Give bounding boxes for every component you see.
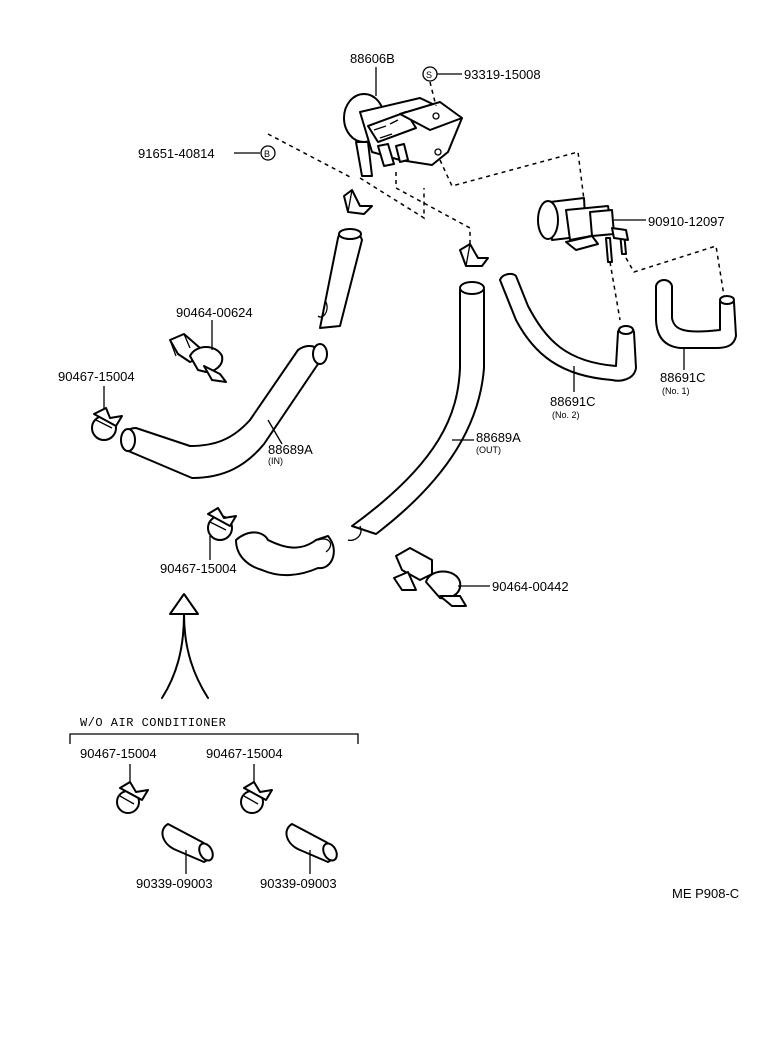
clip-b-icon [393, 547, 467, 607]
clamp-woac-2-icon [240, 781, 273, 814]
label-clamp-woac-1: 90467-15004 [80, 746, 157, 761]
label-valve: 88606B [350, 51, 395, 66]
plug-1-icon [161, 823, 214, 863]
bolt-s-icon: S [422, 66, 438, 82]
bolt-s-symbol: S [426, 70, 432, 80]
bolt-b-symbol: B [264, 149, 270, 159]
label-clamp-lower: 90467-15004 [160, 561, 237, 576]
label-hose-no1-sub: (No. 1) [662, 386, 690, 396]
label-clip-b: 90464-00442 [492, 579, 569, 594]
hose-in [120, 228, 363, 479]
label-clamp-woac-2: 90467-15004 [206, 746, 283, 761]
hose-no1 [655, 279, 737, 349]
label-plug-1: 90339-09003 [136, 876, 213, 891]
clamp-lower-icon [207, 507, 237, 541]
bolt-b-icon: B [260, 145, 276, 161]
label-hose-no2-sub: (No. 2) [552, 410, 580, 420]
clamp-left-icon [91, 407, 123, 441]
label-clamp-left: 90467-15004 [58, 369, 135, 384]
clip-a-icon [169, 333, 227, 383]
label-bolt-b: 91651-40814 [138, 146, 215, 161]
heater-valve [343, 93, 463, 177]
section-title: W/O AIR CONDITIONER [80, 716, 226, 730]
label-plug-2: 90339-09003 [260, 876, 337, 891]
label-clip-a: 90464-00624 [176, 305, 253, 320]
label-hose-in: 88689A [268, 442, 313, 457]
label-hose-out-sub: (OUT) [476, 445, 501, 455]
vsv-assembly [537, 197, 629, 263]
arrow-up-icon [161, 593, 209, 699]
label-hose-out: 88689A [476, 430, 521, 445]
label-hose-in-sub: (IN) [268, 456, 283, 466]
hose-no2 [499, 272, 637, 382]
clip-upper-icon [343, 189, 373, 215]
plug-2-icon [285, 823, 338, 863]
clamp-woac-1-icon [116, 781, 149, 814]
drawing-code: ME P908-C [672, 886, 739, 901]
label-bolt-s: 93319-15008 [464, 67, 541, 82]
label-vsv: 90910-12097 [648, 214, 725, 229]
label-hose-no2: 88691C [550, 394, 596, 409]
label-hose-no1: 88691C [660, 370, 706, 385]
clip-upper-right-icon [459, 243, 489, 267]
hose-out [235, 281, 485, 576]
